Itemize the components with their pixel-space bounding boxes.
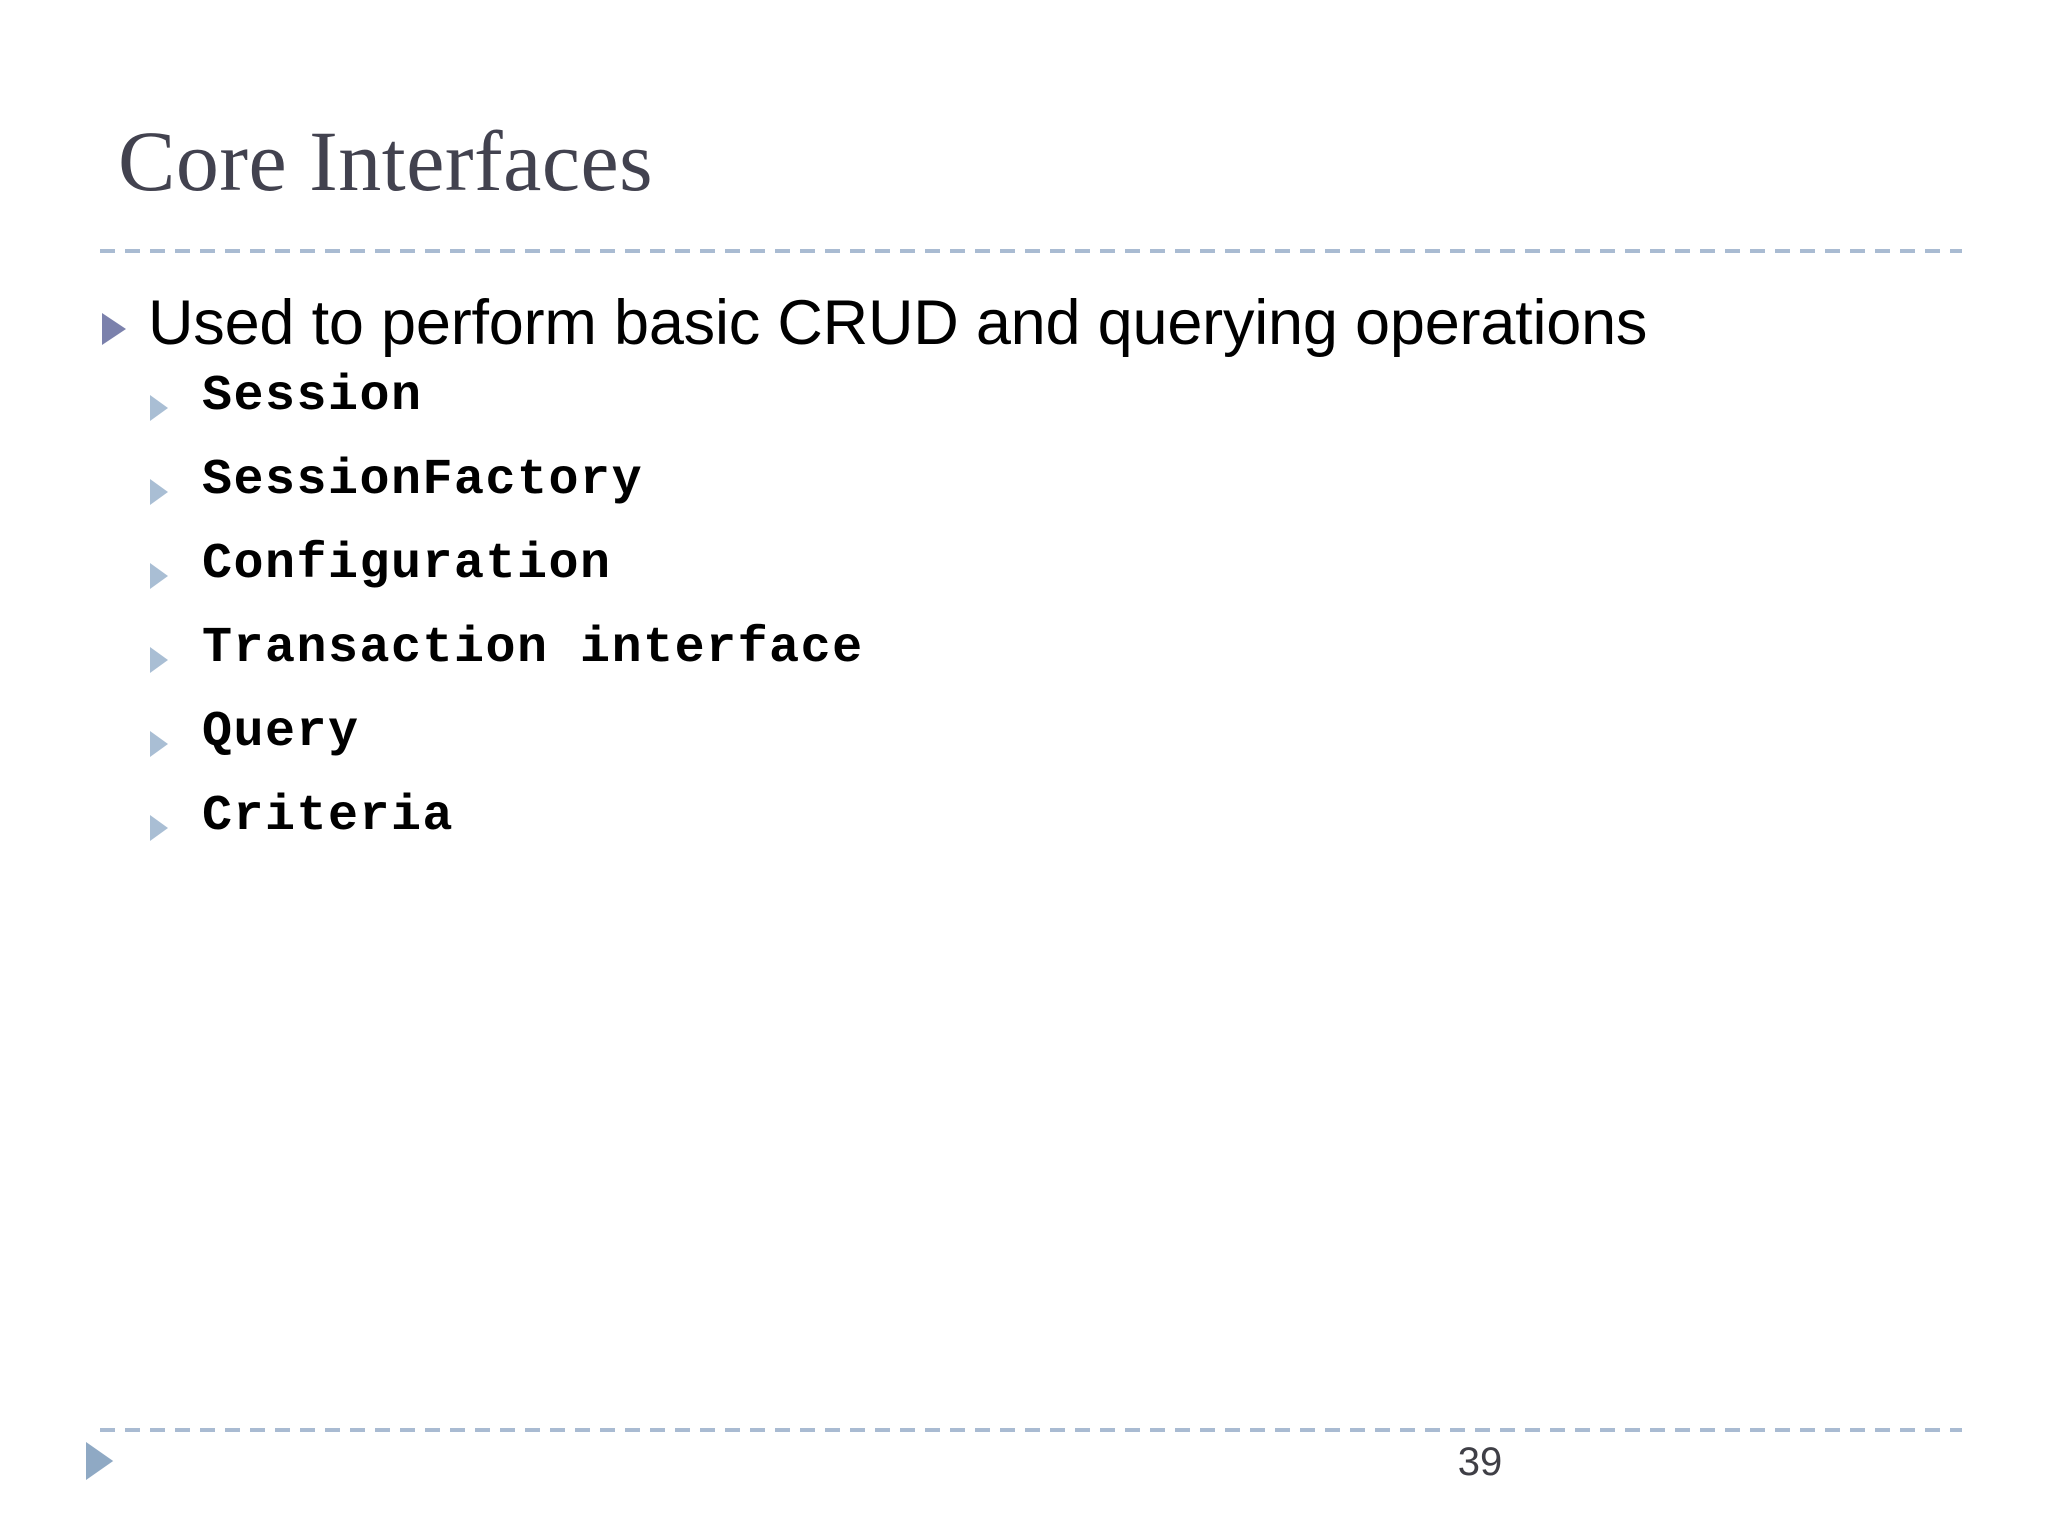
list-item-criteria-label: Criteria bbox=[202, 788, 455, 846]
sublist: Session SessionFactory Configuration bbox=[148, 372, 1980, 876]
footer-divider bbox=[100, 1428, 1962, 1432]
list-item-configuration: Configuration bbox=[148, 540, 1980, 624]
list-item-sessionfactory: SessionFactory bbox=[148, 456, 1980, 540]
footer-triangle-icon bbox=[83, 1438, 117, 1484]
list-item-session: Session bbox=[148, 372, 1980, 456]
page-title: Core Interfaces bbox=[118, 113, 654, 209]
list-item-transaction-interface: Transaction interface bbox=[148, 624, 1980, 708]
triangle-bullet-icon bbox=[148, 394, 170, 422]
list-item-criteria: Criteria bbox=[148, 792, 1980, 876]
triangle-bullet-icon bbox=[148, 814, 170, 842]
triangle-bullet-icon bbox=[148, 646, 170, 674]
list-item-level1-label: Used to perform basic CRUD and querying … bbox=[148, 288, 1648, 358]
triangle-bullet-icon bbox=[148, 478, 170, 506]
list-item-query: Query bbox=[148, 708, 1980, 792]
title-divider bbox=[100, 249, 1962, 253]
list-item-level1: Used to perform basic CRUD and querying … bbox=[100, 286, 1980, 360]
triangle-bullet-icon bbox=[100, 312, 128, 346]
list-item-transaction-interface-label: Transaction interface bbox=[202, 620, 864, 678]
list-item-configuration-label: Configuration bbox=[202, 536, 612, 594]
list-item-query-label: Query bbox=[202, 704, 360, 762]
list-item-sessionfactory-label: SessionFactory bbox=[202, 452, 644, 510]
content-list: Used to perform basic CRUD and querying … bbox=[100, 286, 1980, 876]
page-number: 39 bbox=[1457, 1440, 1503, 1484]
list-item-session-label: Session bbox=[202, 368, 423, 426]
triangle-bullet-icon bbox=[148, 730, 170, 758]
triangle-bullet-icon bbox=[148, 562, 170, 590]
